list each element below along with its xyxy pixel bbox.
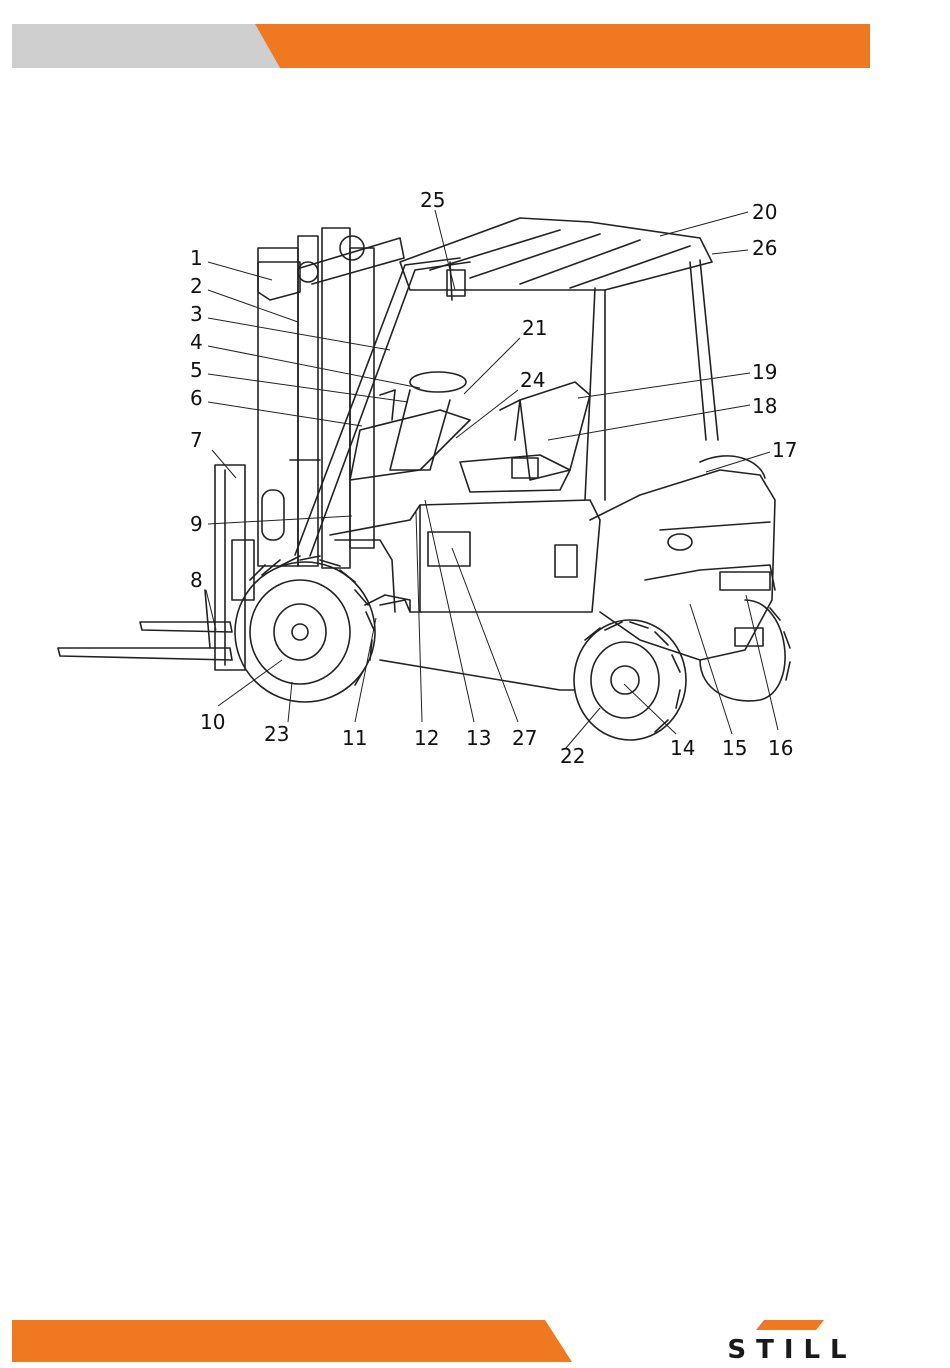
callout-16: 16 xyxy=(768,738,793,758)
forklift-drawing xyxy=(40,180,840,780)
brand-name: STILL xyxy=(712,1335,872,1365)
callout-21: 21 xyxy=(522,318,547,338)
callout-4: 4 xyxy=(190,332,203,352)
chassis xyxy=(330,456,775,690)
callout-17: 17 xyxy=(772,440,797,460)
callout-18: 18 xyxy=(752,396,777,416)
steering-and-dash xyxy=(350,372,470,480)
callout-14: 14 xyxy=(670,738,695,758)
callout-10: 10 xyxy=(200,712,225,732)
callout-6: 6 xyxy=(190,388,203,408)
overhead-guard xyxy=(295,218,718,556)
forks xyxy=(58,590,232,660)
header-orange-bar xyxy=(255,24,870,68)
callout-13: 13 xyxy=(466,728,491,748)
callout-27: 27 xyxy=(512,728,537,748)
callout-24: 24 xyxy=(520,370,545,390)
header-gray-bar xyxy=(12,24,280,68)
header-band xyxy=(0,0,950,80)
callout-20: 20 xyxy=(752,202,777,222)
rear-wheel xyxy=(574,620,686,740)
callout-11: 11 xyxy=(342,728,367,748)
callout-2: 2 xyxy=(190,276,203,296)
mast xyxy=(258,228,404,568)
operator-seat xyxy=(460,382,590,492)
callout-19: 19 xyxy=(752,362,777,382)
callout-8: 8 xyxy=(190,570,203,590)
callout-22: 22 xyxy=(560,746,585,766)
fork-carriage xyxy=(215,465,254,670)
callout-25: 25 xyxy=(420,190,445,210)
callout-1: 1 xyxy=(190,248,203,268)
callout-26: 26 xyxy=(752,238,777,258)
footer-orange-bar xyxy=(12,1320,572,1362)
front-wheel xyxy=(235,556,375,702)
callout-12: 12 xyxy=(414,728,439,748)
callout-7: 7 xyxy=(190,430,203,450)
still-logo-icon: STILL xyxy=(712,1318,872,1364)
callout-15: 15 xyxy=(722,738,747,758)
callout-5: 5 xyxy=(190,360,203,380)
callout-9: 9 xyxy=(190,514,203,534)
callout-23: 23 xyxy=(264,724,289,744)
callout-3: 3 xyxy=(190,304,203,324)
